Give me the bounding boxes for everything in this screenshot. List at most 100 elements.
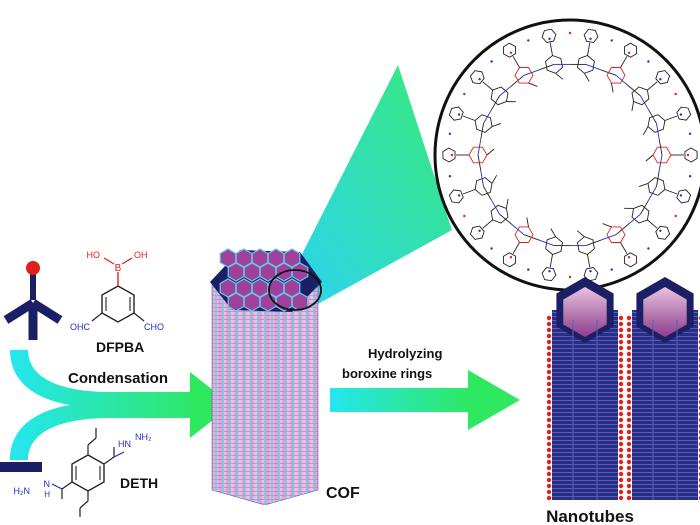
aldehyde-right-label: CHO <box>144 322 164 332</box>
cof-pore-hexagon <box>243 262 261 282</box>
outer-aryl-ring <box>469 225 485 240</box>
condensation-label: Condensation <box>68 370 168 387</box>
terminal-atom-dot <box>618 477 624 483</box>
terminal-atom-dot <box>618 351 624 357</box>
hydrolysis-arrow <box>330 370 520 430</box>
terminal-atom-dot <box>546 375 552 381</box>
boron-atom-label: B <box>115 263 122 274</box>
terminal-atom-dot <box>546 399 552 405</box>
terminal-atom-dot <box>618 381 624 387</box>
nanotube-right <box>626 277 700 501</box>
boron-node-icon <box>26 261 40 275</box>
terminal-atom-dot <box>546 387 552 393</box>
outer-aryl-ring <box>676 106 692 121</box>
terminal-atom-dot <box>618 495 624 501</box>
terminal-atom-dot <box>546 477 552 483</box>
terminal-atom-dot <box>626 333 632 339</box>
terminal-atom-dot <box>618 399 624 405</box>
terminal-atom-dot <box>546 423 552 429</box>
nanotubes-label: Nanotubes <box>546 507 634 525</box>
terminal-atom-dot <box>546 465 552 471</box>
terminal-atom-dot <box>626 351 632 357</box>
terminal-atom-dot <box>618 327 624 333</box>
hydrolyzing-label-line2: boroxine rings <box>342 366 432 381</box>
terminal-atom-dot <box>626 453 632 459</box>
terminal-atom-dot <box>626 495 632 501</box>
terminal-atom-dot <box>618 315 624 321</box>
terminal-atom-dot <box>546 369 552 375</box>
outer-aryl-ring <box>502 252 517 268</box>
cof-pore-hexagon <box>243 292 261 312</box>
terminal-atom-dot <box>626 375 632 381</box>
terminal-atom-dot <box>626 465 632 471</box>
terminal-atom-dot <box>546 327 552 333</box>
terminal-atom-dot <box>618 375 624 381</box>
terminal-atom-dot <box>546 315 552 321</box>
terminal-atom-dot <box>618 423 624 429</box>
terminal-atom-dot <box>546 345 552 351</box>
terminal-atom-dot <box>626 441 632 447</box>
terminal-atom-dot <box>618 429 624 435</box>
terminal-atom-dot <box>626 459 632 465</box>
terminal-atom-dot <box>546 411 552 417</box>
terminal-atom-dot <box>626 429 632 435</box>
terminal-atom-dot <box>626 381 632 387</box>
terminal-atom-dot <box>618 321 624 327</box>
cof-pore-hexagon <box>227 292 245 312</box>
terminal-atom-dot <box>626 411 632 417</box>
terminal-atom-dot <box>546 333 552 339</box>
outer-aryl-ring <box>684 147 698 163</box>
terminal-atom-dot <box>618 405 624 411</box>
terminal-atom-dot <box>626 357 632 363</box>
terminal-atom-dot <box>546 459 552 465</box>
outer-aryl-ring <box>655 70 671 85</box>
terminal-atom-dot <box>626 417 632 423</box>
cof-pore-hexagon <box>227 262 245 282</box>
terminal-atom-dot <box>618 453 624 459</box>
terminal-atom-dot <box>546 447 552 453</box>
terminal-atom-dot <box>626 435 632 441</box>
terminal-atom-dot <box>546 381 552 387</box>
terminal-atom-dot <box>546 351 552 357</box>
hydrazide-nh-label: HN <box>118 439 131 449</box>
hydrazide-left-nh2-label: H₂N <box>14 486 31 496</box>
terminal-atom-dot <box>618 339 624 345</box>
outer-aryl-ring <box>676 189 692 204</box>
terminal-atom-dot <box>626 477 632 483</box>
terminal-atom-dot <box>546 453 552 459</box>
terminal-atom-dot <box>618 333 624 339</box>
terminal-atom-dot <box>546 393 552 399</box>
outer-aryl-ring <box>655 225 671 240</box>
terminal-atom-dot <box>618 345 624 351</box>
terminal-atom-dot <box>626 387 632 393</box>
linear-linker-symbol <box>0 462 42 472</box>
terminal-atom-dot <box>626 483 632 489</box>
terminal-atom-dot <box>618 387 624 393</box>
zoom-wedge <box>296 65 452 305</box>
terminal-atom-dot <box>546 471 552 477</box>
terminal-atom-dot <box>626 369 632 375</box>
terminal-atom-dot <box>626 471 632 477</box>
outer-aryl-ring <box>448 106 464 121</box>
condensation-arrow <box>10 350 232 460</box>
terminal-atom-dot <box>626 393 632 399</box>
cof-pore-hexagon <box>291 262 309 282</box>
deth-structure: HN NH₂ N H₂N H <box>14 428 152 517</box>
terminal-atom-dot <box>618 471 624 477</box>
terminal-atom-dot <box>626 363 632 369</box>
dfpba-structure: B HO OH OHC CHO <box>70 250 164 332</box>
terminal-atom-dot <box>626 423 632 429</box>
terminal-atom-dot <box>546 489 552 495</box>
outer-aryl-ring <box>623 42 638 58</box>
magnified-ring-structure <box>433 18 700 292</box>
terminal-atom-dot <box>546 429 552 435</box>
hydroxyl-right-label: OH <box>134 250 148 260</box>
terminal-atom-dot <box>546 441 552 447</box>
terminal-atom-dot <box>618 447 624 453</box>
outer-aryl-ring <box>448 189 464 204</box>
aldehyde-left-label: OHC <box>70 322 91 332</box>
terminal-atom-dot <box>618 357 624 363</box>
terminal-atom-dot <box>618 411 624 417</box>
outer-aryl-ring <box>623 252 638 268</box>
